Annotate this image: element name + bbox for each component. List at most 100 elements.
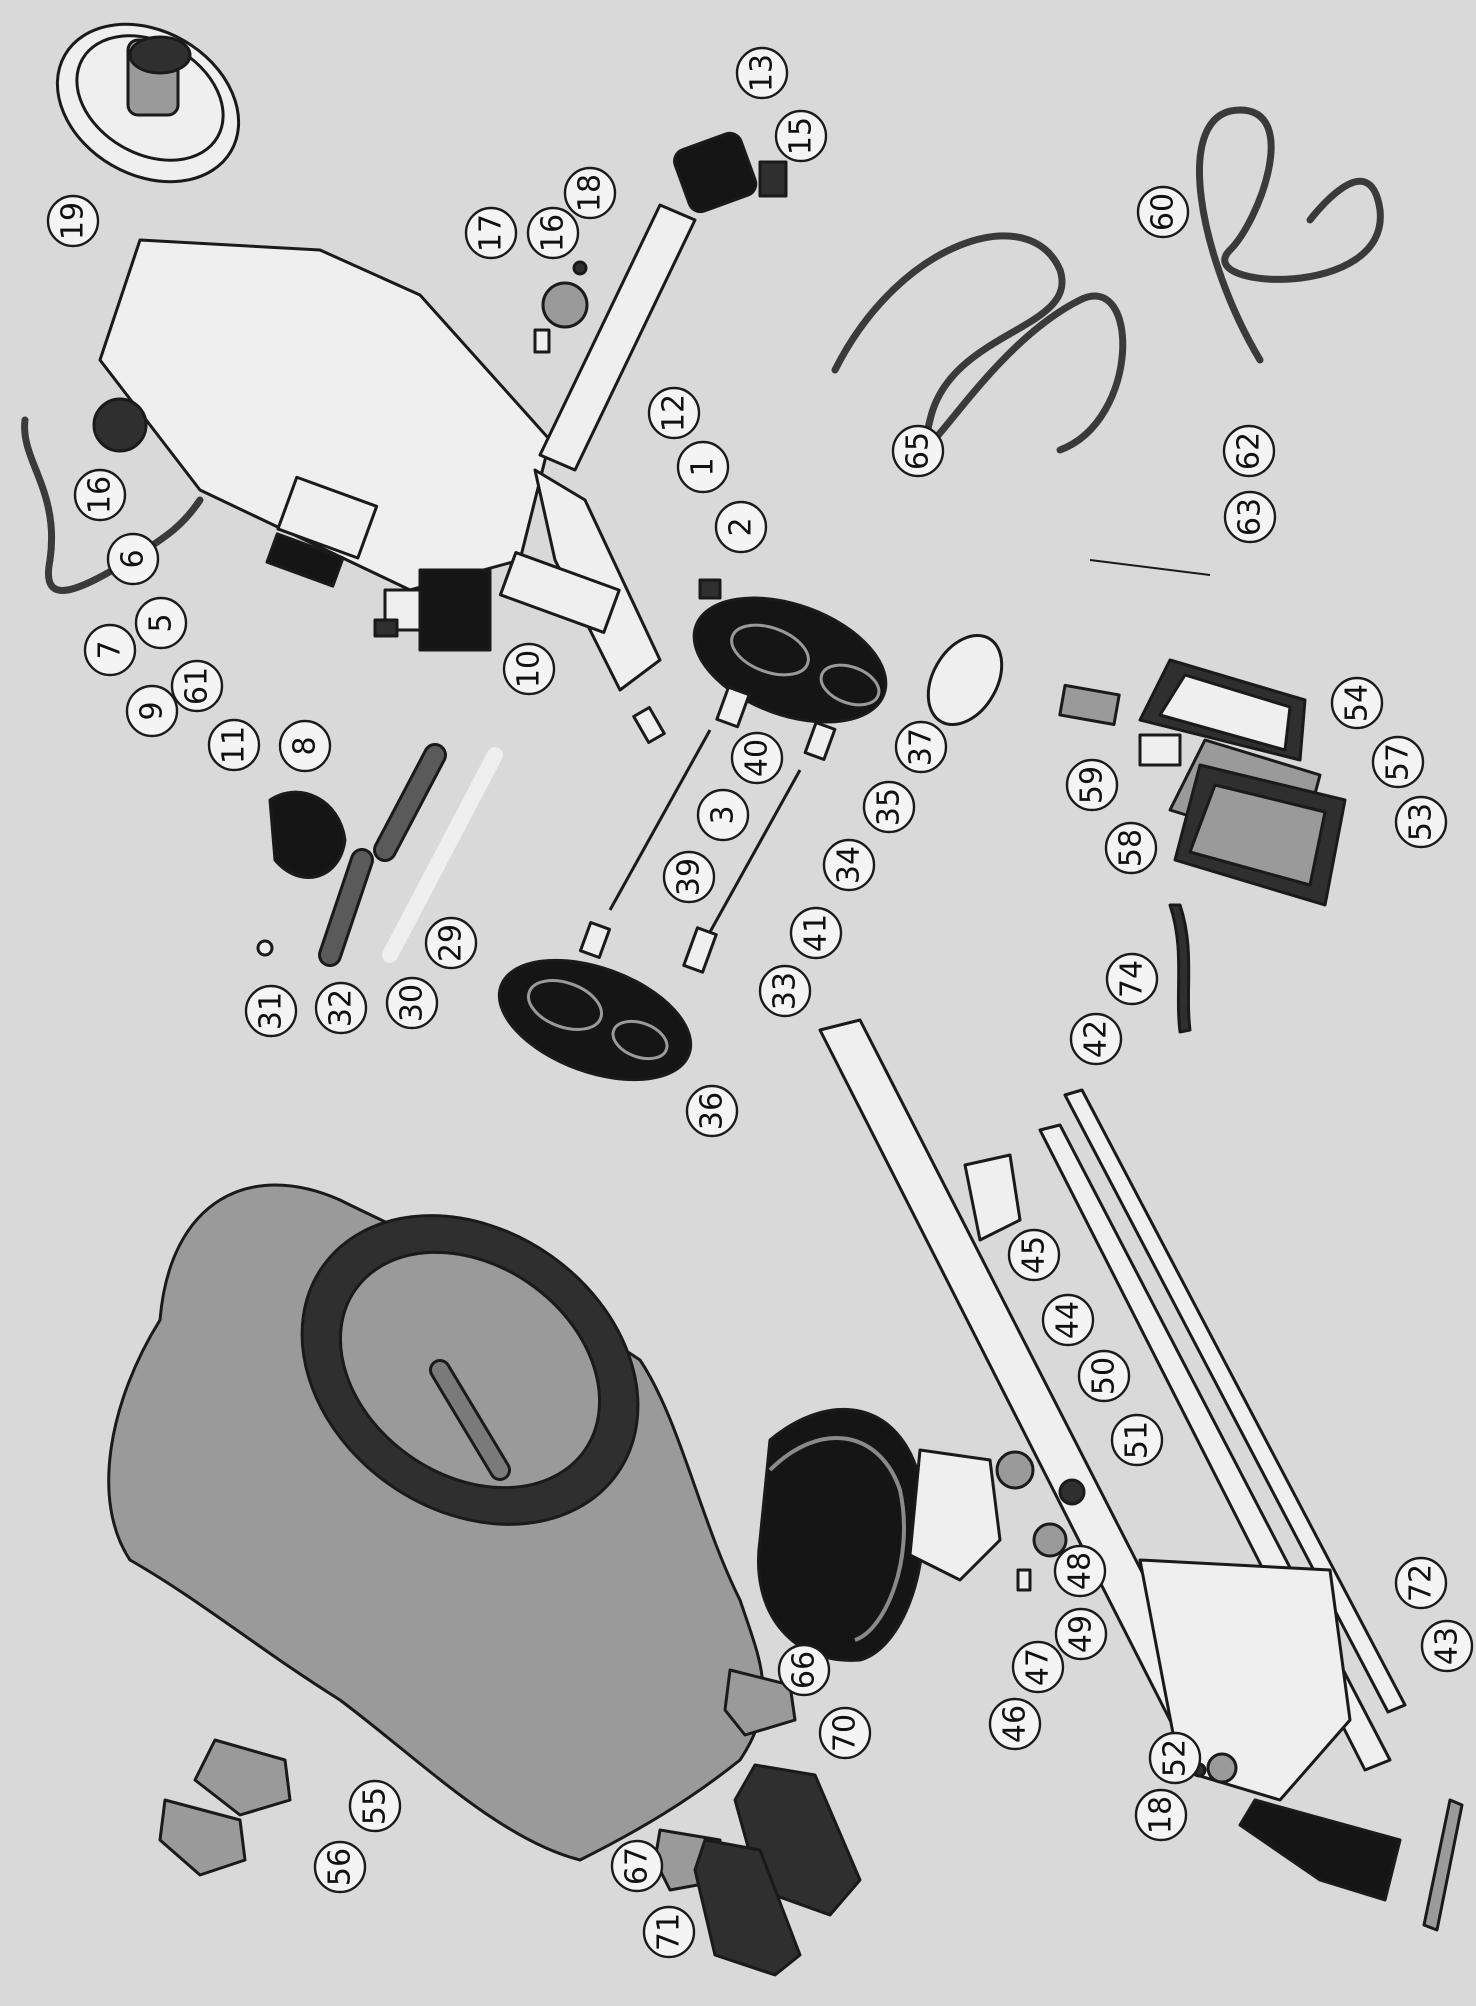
part-shroud	[107, 1183, 765, 1862]
callout-65: 65	[891, 424, 945, 478]
callout-44: 44	[1041, 1293, 1095, 1347]
part-electronics	[265, 475, 492, 652]
part-cable-60	[1196, 106, 1384, 364]
callout-label: 2	[724, 517, 759, 536]
callout-17: 17	[464, 206, 518, 260]
callout-label: 62	[1232, 432, 1267, 470]
callout-29: 29	[424, 916, 478, 970]
callout-43: 43	[1420, 1619, 1474, 1673]
callout-circle	[170, 659, 224, 713]
part-spacer-33b	[682, 926, 718, 974]
callout-label: 55	[358, 1787, 393, 1825]
callout-53: 53	[1394, 795, 1448, 849]
callout-39: 39	[662, 850, 716, 904]
callout-circle	[73, 468, 127, 522]
callout-circle	[777, 1643, 831, 1697]
callout-circle	[696, 788, 750, 842]
part-bushing-2	[698, 578, 722, 600]
callout-1: 1	[676, 440, 730, 494]
callout-label: 74	[1115, 960, 1150, 998]
callout-8: 8	[278, 719, 332, 773]
part-wire-62	[1089, 559, 1211, 576]
callout-circle	[662, 850, 716, 904]
part-pedal-35	[692, 596, 888, 724]
callout-74: 74	[1105, 952, 1159, 1006]
callout-circle	[1371, 735, 1425, 789]
callout-label: 44	[1051, 1301, 1086, 1339]
part-console	[1058, 658, 1347, 907]
callout-label: 37	[904, 728, 939, 766]
callout-57: 57	[1371, 735, 1425, 789]
callout-label: 8	[288, 736, 323, 755]
callout-63: 63	[1223, 490, 1277, 544]
callout-46: 46	[988, 1697, 1042, 1751]
callout-61: 61	[170, 659, 224, 713]
callout-label: 65	[901, 432, 936, 470]
callout-label: 13	[745, 54, 780, 92]
callout-3: 3	[696, 788, 750, 842]
callout-circle	[1105, 952, 1159, 1006]
callout-66: 66	[777, 1643, 831, 1697]
callout-label: 18	[573, 174, 608, 212]
callout-label: 50	[1087, 1357, 1122, 1395]
callout-label: 49	[1064, 1615, 1099, 1653]
callout-label: 6	[116, 549, 151, 568]
callout-label: 5	[144, 613, 179, 632]
callout-circle	[1065, 758, 1119, 812]
callout-circle	[502, 642, 556, 696]
callout-label: 60	[1146, 193, 1181, 231]
callout-circle	[125, 684, 179, 738]
callout-circle	[83, 623, 137, 677]
callout-circle	[789, 906, 843, 960]
part-spacer-lower	[578, 920, 612, 960]
callout-circle	[424, 916, 478, 970]
part-cable-7	[21, 416, 204, 594]
callout-label: 34	[832, 846, 867, 884]
callout-71: 71	[642, 1905, 696, 1959]
callout-67: 67	[610, 1839, 664, 1893]
callout-15: 15	[774, 109, 828, 163]
callout-9: 9	[125, 684, 179, 738]
callout-label: 39	[672, 858, 707, 896]
callout-label: 72	[1404, 1564, 1439, 1602]
callout-label: 40	[740, 739, 775, 777]
part-spacer-34	[803, 721, 837, 761]
part-pedal-46	[757, 1408, 925, 1662]
callout-label: 35	[872, 788, 907, 826]
callout-circle	[1136, 185, 1190, 239]
part-strap-74	[1168, 903, 1192, 1034]
callout-56: 56	[313, 1840, 367, 1894]
callout-circle	[1054, 1607, 1108, 1661]
callout-19: 19	[46, 194, 100, 248]
callout-label: 70	[828, 1714, 863, 1752]
part-flywheel	[55, 22, 241, 184]
callout-12: 12	[647, 386, 701, 440]
callout-label: 43	[1430, 1627, 1465, 1665]
callout-54: 54	[1330, 676, 1384, 730]
callout-circle	[1394, 1556, 1448, 1610]
callout-label: 3	[706, 805, 741, 824]
callout-label: 66	[787, 1651, 822, 1689]
part-pedal-36	[497, 958, 693, 1082]
callout-16: 16	[526, 206, 580, 260]
part-cable-65	[831, 232, 1127, 454]
callout-18: 18	[563, 166, 617, 220]
callout-41: 41	[789, 906, 843, 960]
callout-circle	[106, 532, 160, 586]
callout-label: 57	[1381, 743, 1416, 781]
callout-55: 55	[348, 1779, 402, 1833]
part-pulley-16-top	[541, 281, 589, 329]
callout-18: 18	[1134, 1788, 1188, 1842]
callout-circle	[1222, 424, 1276, 478]
callout-62: 62	[1222, 424, 1276, 478]
part-wheel-52	[1206, 1752, 1238, 1784]
callout-label: 31	[254, 992, 289, 1030]
callout-circle	[1223, 490, 1277, 544]
callout-circle	[1069, 1012, 1123, 1066]
callout-circle	[1041, 1293, 1095, 1347]
callout-5: 5	[134, 596, 188, 650]
callout-circle	[647, 386, 701, 440]
callout-label: 16	[83, 476, 118, 514]
